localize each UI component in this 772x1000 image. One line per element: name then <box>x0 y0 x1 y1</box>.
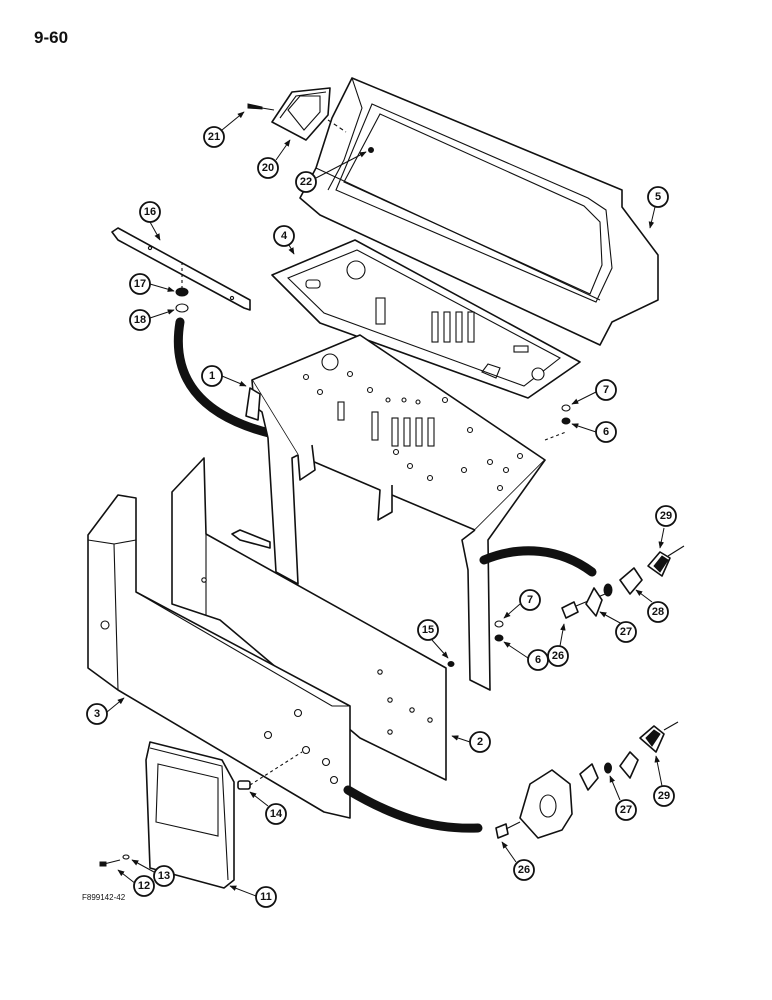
callout-6-upper: 6 <box>571 421 617 443</box>
svg-text:7: 7 <box>603 384 609 396</box>
svg-text:22: 22 <box>300 176 312 188</box>
callout-18: 18 <box>129 309 175 331</box>
figure-code: F899142-42 <box>82 893 126 902</box>
nut-washer-part-6-7-upper <box>544 404 571 441</box>
screw-washer-part-12-13 <box>99 854 130 867</box>
indicator-lamp-part-20 <box>247 87 347 141</box>
callout-6-lower: 6 <box>503 641 549 671</box>
svg-text:3: 3 <box>94 708 100 720</box>
callout-29-lower: 29 <box>653 755 675 807</box>
svg-text:26: 26 <box>552 650 564 662</box>
svg-text:4: 4 <box>281 230 288 242</box>
wiring-cable-right-upper <box>479 546 597 577</box>
svg-text:14: 14 <box>270 808 283 820</box>
nut-washer-part-17-18 <box>175 262 189 313</box>
gasket-part-4 <box>271 239 581 399</box>
clip-part-22 <box>368 147 374 153</box>
svg-text:27: 27 <box>620 626 632 638</box>
svg-text:29: 29 <box>660 510 672 522</box>
callout-2: 2 <box>451 731 491 753</box>
svg-text:7: 7 <box>527 594 533 606</box>
callout-27-lower: 27 <box>609 775 637 821</box>
svg-text:26: 26 <box>518 864 530 876</box>
callout-16: 16 <box>139 201 161 241</box>
svg-text:18: 18 <box>134 314 146 326</box>
svg-text:21: 21 <box>208 131 220 143</box>
svg-text:6: 6 <box>603 426 609 438</box>
svg-text:12: 12 <box>138 880 150 892</box>
callout-4: 4 <box>273 225 295 255</box>
callout-27-upper: 27 <box>599 611 637 643</box>
outer-panel-part-3 <box>87 494 351 819</box>
callout-1: 1 <box>201 365 247 387</box>
svg-text:20: 20 <box>262 162 274 174</box>
nut-part-15 <box>447 661 455 667</box>
page-number: 9-60 <box>34 28 69 47</box>
svg-text:29: 29 <box>658 790 670 802</box>
callout-5: 5 <box>647 186 669 229</box>
callout-29-upper: 29 <box>655 505 677 549</box>
bracket-bar-part-16 <box>111 227 251 311</box>
callout-17: 17 <box>129 273 175 295</box>
bolt-assembly-upper-right <box>561 545 685 619</box>
svg-text:13: 13 <box>158 870 170 882</box>
support-frame-part-1 <box>231 334 546 691</box>
wiring-cable-lower <box>343 785 483 833</box>
svg-text:28: 28 <box>652 606 664 618</box>
svg-text:16: 16 <box>144 206 156 218</box>
svg-text:5: 5 <box>655 191 661 203</box>
callout-26-lower: 26 <box>501 841 535 881</box>
callout-3: 3 <box>86 697 125 725</box>
callout-26-upper: 26 <box>547 623 569 667</box>
wiring-cable-upper <box>173 317 297 443</box>
callout-11: 11 <box>229 885 277 908</box>
callout-7-upper: 7 <box>571 379 617 405</box>
svg-text:1: 1 <box>209 370 215 382</box>
svg-text:27: 27 <box>620 804 632 816</box>
callout-28: 28 <box>635 589 669 623</box>
callout-12: 12 <box>117 869 155 897</box>
callout-14: 14 <box>249 791 287 825</box>
callout-22: 22 <box>295 151 367 193</box>
bolt-assembly-lower-right <box>495 721 679 839</box>
svg-text:2: 2 <box>477 736 483 748</box>
inner-panel-part-2 <box>171 457 447 781</box>
svg-text:11: 11 <box>260 891 272 903</box>
callout-15: 15 <box>417 619 449 659</box>
instrument-cluster-part-11 <box>145 741 235 889</box>
hood-cover-part-5 <box>299 77 659 346</box>
svg-text:6: 6 <box>535 654 541 666</box>
stud-part-14 <box>237 751 303 790</box>
svg-text:15: 15 <box>422 624 434 636</box>
nut-washer-part-6-7-lower <box>494 620 504 642</box>
svg-text:17: 17 <box>134 278 146 290</box>
callout-13: 13 <box>131 859 175 887</box>
callout-7-lower: 7 <box>503 589 541 619</box>
frame-holes <box>302 353 524 492</box>
callout-21: 21 <box>203 111 245 148</box>
callout-20: 20 <box>257 139 291 179</box>
